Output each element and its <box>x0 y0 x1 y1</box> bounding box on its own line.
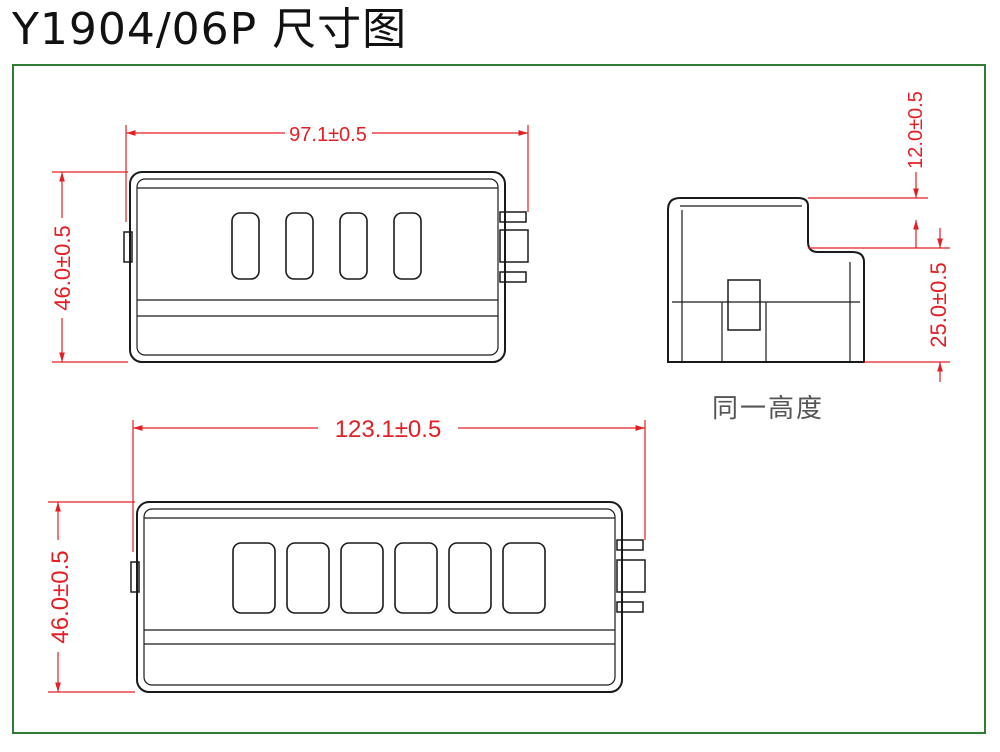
dim-top-height <box>52 171 128 363</box>
side-view-note: 同一高度 <box>712 394 825 424</box>
dim-label-bottom-height: 46.0±0.5 <box>47 550 74 643</box>
dim-label-side-top: 12.0±0.5 <box>905 91 927 169</box>
dim-top-width <box>125 125 529 222</box>
four-slot-view <box>123 171 529 363</box>
slot-button <box>231 212 260 280</box>
dim-label-top-width: 97.1±0.5 <box>289 124 367 146</box>
slot-button <box>502 542 546 614</box>
drawing-frame <box>12 64 986 734</box>
dim-label-side-base: 25.0±0.5 <box>926 262 951 347</box>
dim-label-bottom-width: 123.1±0.5 <box>335 416 442 443</box>
page-title: Y1904/06P 尺寸图 <box>12 4 408 55</box>
slot-button <box>448 542 492 614</box>
slot-button <box>285 212 314 280</box>
side-view <box>667 197 865 363</box>
slot-button <box>340 542 384 614</box>
slot-button <box>339 212 368 280</box>
dim-label-top-height: 46.0±0.5 <box>50 225 75 310</box>
six-slot-buttons <box>232 542 546 614</box>
slot-button <box>232 542 276 614</box>
slot-button <box>393 212 422 280</box>
dim-side <box>808 172 950 382</box>
six-slot-body <box>136 501 623 693</box>
four-slot-buttons <box>231 212 422 280</box>
four-slot-body <box>129 171 506 363</box>
slot-button <box>394 542 438 614</box>
slot-button <box>286 542 330 614</box>
dim-bottom-width <box>132 420 646 552</box>
six-slot-view <box>130 501 646 693</box>
dim-bottom-height <box>48 501 135 693</box>
